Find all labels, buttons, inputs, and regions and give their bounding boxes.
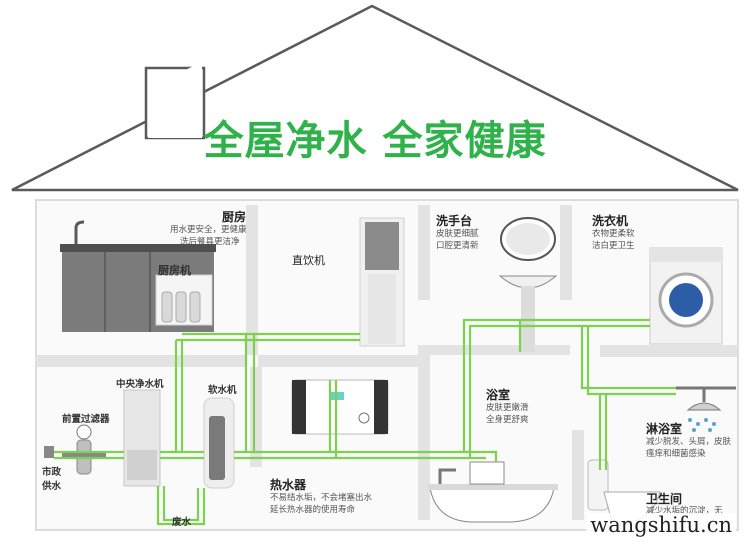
washbasin bbox=[498, 217, 558, 352]
headline: 全屋净水 全家健康 bbox=[203, 118, 547, 164]
central-purifier-label: 中央净水机 bbox=[116, 379, 164, 390]
bathroom-desc-2: 全身更舒爽 bbox=[486, 415, 529, 425]
heater-title: 热水器 bbox=[270, 478, 307, 492]
shower-desc-2: 瘙痒和细菌感染 bbox=[646, 449, 706, 459]
washer-desc-1: 衣物更柔软 bbox=[592, 229, 635, 239]
washer-desc-2: 洁白更卫生 bbox=[592, 241, 635, 251]
prefilter-label: 前置过滤器 bbox=[62, 414, 110, 425]
toilet-desc-1: 减少水垢的沉淀，无 bbox=[646, 506, 723, 516]
kitchen-desc-1: 用水更安全，更健康 bbox=[170, 225, 247, 235]
water-heater bbox=[291, 379, 389, 435]
heater-desc-2: 延长热水器的使用寿命 bbox=[270, 505, 356, 515]
heater-desc-1: 不易结水垢，不会堵塞出水 bbox=[270, 493, 373, 503]
shower-head bbox=[676, 386, 736, 432]
central-purifier bbox=[123, 389, 161, 487]
toilet-title: 卫生间 bbox=[646, 492, 683, 506]
bathroom-desc-1: 皮肤更嫩滑 bbox=[486, 403, 529, 413]
softener-label: 软水机 bbox=[208, 385, 237, 396]
supply-label-1: 市政 bbox=[42, 467, 62, 478]
kitchen-desc-2: 洗后餐具更洁净 bbox=[180, 237, 240, 247]
kitchen-title: 厨房 bbox=[222, 210, 247, 224]
washer-title: 洗衣机 bbox=[592, 214, 629, 228]
bathroom-title: 浴室 bbox=[486, 388, 511, 402]
washing-machine bbox=[649, 247, 723, 345]
roof bbox=[11, 4, 739, 192]
water-softener bbox=[203, 397, 235, 489]
supply-label-2: 供水 bbox=[42, 481, 62, 492]
washbasin-desc-1: 皮肤更细腻 bbox=[436, 229, 479, 239]
supply-valve bbox=[44, 446, 54, 458]
shower-title: 淋浴室 bbox=[646, 422, 683, 436]
washbasin-desc-2: 口腔更清新 bbox=[436, 241, 479, 251]
watermark: wangshifu.cn bbox=[586, 513, 736, 537]
kitchen-device-label: 厨房机 bbox=[158, 264, 191, 277]
bathtub bbox=[428, 461, 558, 523]
water-pipes bbox=[54, 318, 676, 526]
washbasin-title: 洗手台 bbox=[436, 214, 473, 228]
drinking-machine-title: 直饮机 bbox=[292, 254, 325, 267]
kitchen-purifier-device bbox=[155, 274, 213, 326]
shower-desc-1: 减少脱发、头屑，皮肤 bbox=[646, 437, 732, 447]
waste-water-label: 废水 bbox=[172, 517, 192, 528]
direct-drinking-machine bbox=[359, 217, 405, 347]
